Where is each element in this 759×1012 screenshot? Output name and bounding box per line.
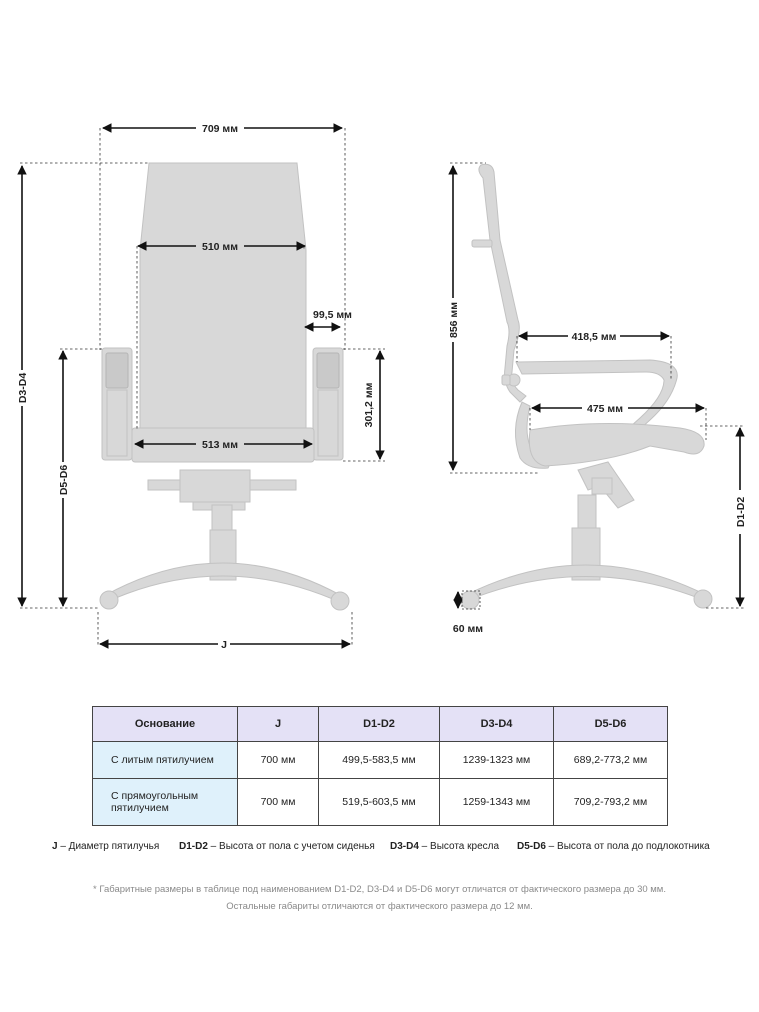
cell-d1-d2: 499,5-583,5 мм [318, 741, 440, 779]
label-arm-height: 301,2 мм [363, 382, 375, 427]
front-base [101, 562, 345, 605]
cell-j: 700 мм [237, 778, 319, 826]
specifications-table: Основание J D1-D2 D3-D4 D5-D6 С литым пя… [92, 706, 668, 826]
label-overall-width: 709 мм [202, 123, 238, 135]
table-row: С литым пятилучием 700 мм 499,5-583,5 мм… [92, 741, 668, 779]
side-seat [528, 422, 705, 467]
table-row: С прямоугольным пятилучием 700 мм 519,5-… [92, 778, 668, 826]
label-back-width: 510 мм [202, 241, 238, 253]
header-base: Основание [92, 706, 238, 742]
label-d3-d4: D3-D4 [17, 373, 29, 404]
label-seat-depth: 475 мм [587, 403, 623, 415]
front-wheel-left [99, 590, 119, 610]
legend-item-j: J – Диаметр пятилучья [52, 841, 160, 852]
legend-item-d3-d4: D3-D4 – Высота кресла [390, 841, 500, 852]
cell-d3-d4: 1259-1343 мм [439, 778, 554, 826]
header-d1-d2: D1-D2 [318, 706, 440, 742]
footnote: * Габаритные размеры в таблице под наиме… [0, 881, 759, 915]
side-wheel-left [460, 590, 480, 610]
label-d5-d6: D5-D6 [58, 465, 70, 496]
header-d3-d4: D3-D4 [439, 706, 554, 742]
cell-d1-d2: 519,5-603,5 мм [318, 778, 440, 826]
side-wheel-right [693, 589, 713, 609]
label-d1-d2: D1-D2 [735, 497, 747, 528]
footnote-line-1: * Габаритные размеры в таблице под наиме… [93, 884, 666, 895]
side-base [465, 564, 707, 602]
label-j: J [221, 639, 227, 651]
cell-d3-d4: 1239-1323 мм [439, 741, 554, 779]
chair-dimension-diagram: 709 мм 510 мм 513 мм 99,5 мм 301,2 мм D3… [17, 123, 747, 651]
side-backrest-handle [471, 239, 493, 248]
cell-base: С прямоугольным пятилучием [92, 778, 238, 826]
front-armrest-right [312, 347, 344, 461]
header-d5-d6: D5-D6 [553, 706, 668, 742]
label-wheel-size: 60 мм [453, 623, 483, 635]
label-depth-top: 418,5 мм [572, 331, 617, 343]
front-wheel-right [330, 591, 350, 611]
cell-base: С литым пятилучием [92, 741, 238, 779]
cell-d5-d6: 689,2-773,2 мм [553, 741, 668, 779]
legend-item-d5-d6: D5-D6 – Высота от пола до подлокотника [517, 841, 710, 852]
label-seat-width: 513 мм [202, 439, 238, 451]
label-back-height: 856 мм [448, 302, 460, 338]
front-backrest [139, 162, 307, 429]
header-j: J [237, 706, 319, 742]
side-adjust-knob [501, 373, 521, 387]
front-armrest-left [101, 347, 133, 461]
chair-front-view [99, 162, 350, 611]
footnote-line-2: Остальные габариты отличаются от фактиче… [226, 901, 533, 912]
cell-d5-d6: 709,2-793,2 мм [553, 778, 668, 826]
cell-j: 700 мм [237, 741, 319, 779]
chair-side-view [460, 163, 713, 610]
side-gas-lift [577, 494, 597, 532]
table-header-row: Основание J D1-D2 D3-D4 D5-D6 [92, 706, 668, 742]
side-backrest [478, 163, 527, 403]
legend-item-d1-d2: D1-D2 – Высота от пола с учетом сиденья [179, 841, 375, 852]
label-arm-width: 99,5 мм [313, 309, 352, 321]
